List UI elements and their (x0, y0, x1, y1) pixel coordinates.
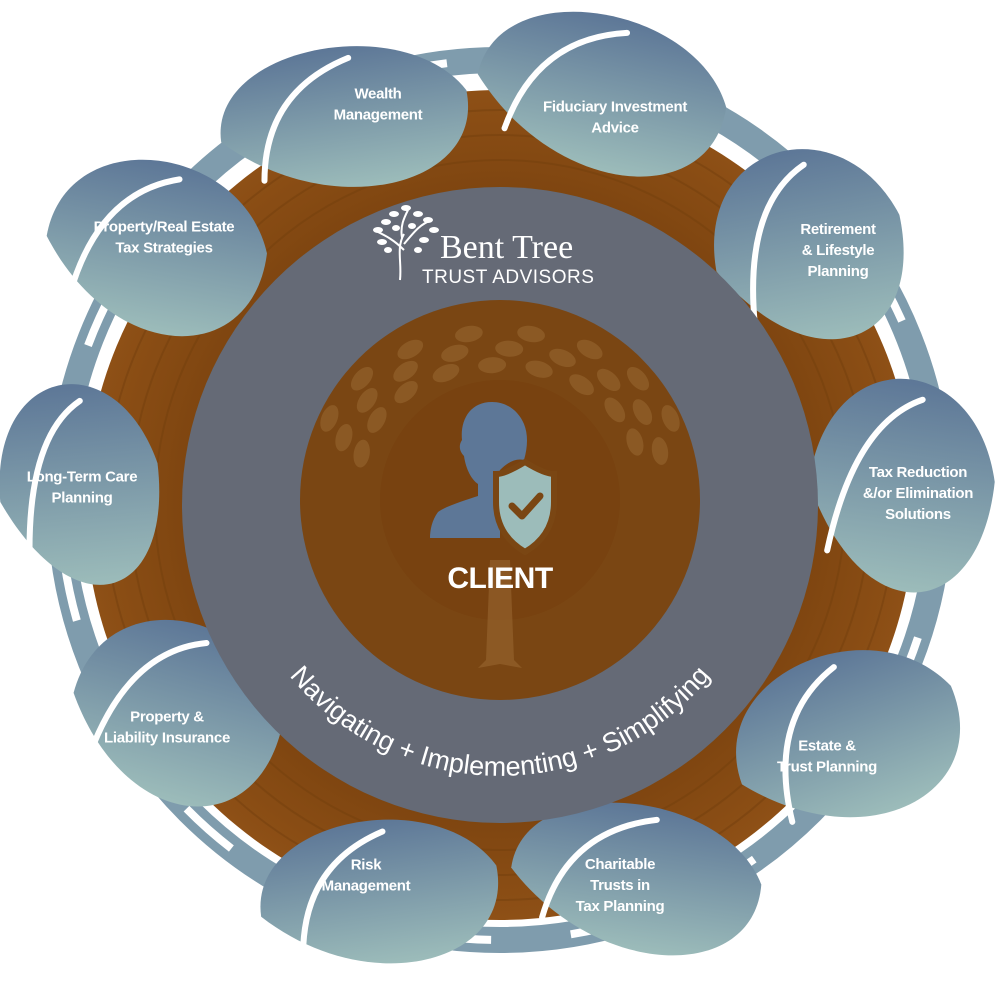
leaf-vein (782, 664, 837, 825)
leaf-vein (86, 640, 210, 758)
leaf-vein (26, 397, 83, 566)
brand-logo: Bent Tree TRUST ADVISORS (373, 205, 594, 288)
service-label-line: Estate & (798, 738, 856, 755)
watermark-leaf (604, 397, 626, 423)
leaf-shape (808, 378, 995, 593)
service-label-line: Long-Term Care (27, 469, 138, 486)
service-label: Estate & Trust Planning (777, 738, 877, 776)
watermark-leaf (576, 339, 603, 360)
service-label: Property & Liability Insurance (104, 709, 230, 747)
service-leaf-estate-trust-planning: Estate & Trust Planning (736, 650, 961, 825)
leaf-shape (46, 159, 267, 337)
leaf-shape (0, 384, 160, 585)
service-label-line: Charitable (585, 856, 655, 873)
leaf-vein (539, 816, 660, 921)
watermark-leaf (350, 366, 374, 391)
watermark-leaf (478, 357, 507, 374)
watermark-leaf (320, 405, 339, 432)
watermark-leaf (626, 366, 650, 391)
brand-name: Bent Tree (440, 229, 573, 266)
service-label-line: Trusts in (590, 877, 650, 894)
watermark-leaf (432, 363, 460, 383)
service-label-line: &/or Elimination (863, 485, 973, 502)
watermark-leaf (651, 437, 669, 465)
watermark-leaf (455, 325, 483, 343)
watermark-leaf (367, 407, 387, 433)
service-label-line: Management (334, 107, 423, 124)
check-icon (508, 492, 544, 520)
service-label-line: Planning (52, 490, 113, 507)
watermark-leaf (517, 325, 545, 343)
leaf-vein (300, 828, 386, 960)
watermark-leaf (356, 388, 378, 413)
leaf-vein (750, 161, 807, 329)
service-label-line: Tax Strategies (115, 240, 212, 257)
watermark-leaf (597, 368, 621, 392)
service-label-line: Tax Reduction (869, 464, 967, 481)
watermark-leaf (569, 374, 594, 396)
watermark-leaf (394, 380, 418, 404)
leaf-shape (220, 46, 469, 187)
leaf-vein (501, 29, 631, 132)
service-label-line: Property/Real Estate (94, 219, 235, 236)
watermark-leaf (393, 360, 418, 382)
watermark-leaf (353, 439, 370, 468)
watermark-leaf (525, 360, 553, 378)
service-label-line: Property & (130, 709, 204, 726)
service-label-line: Wealth (354, 86, 401, 103)
service-label-line: & Lifestyle (802, 242, 875, 259)
watermark-leaf (661, 405, 680, 432)
service-label-line: Risk (351, 857, 382, 874)
service-label-line: Liability Insurance (104, 730, 230, 747)
leaf-shape (736, 650, 961, 818)
watermark-leaf (441, 344, 469, 362)
leaf-shape (714, 149, 904, 340)
person-silhouette-icon (430, 402, 527, 538)
service-label-line: Fiduciary Investment (543, 99, 687, 116)
leaf-vein (261, 54, 352, 184)
service-label-line: Tax Planning (576, 898, 665, 915)
service-label-line: Solutions (885, 506, 951, 523)
leaf-shape (511, 802, 762, 956)
user-shield-check-icon (430, 402, 557, 556)
leaf-vein (67, 176, 183, 297)
client-label: CLIENT (447, 562, 553, 595)
service-label-line: Trust Planning (777, 759, 877, 776)
watermark-leaf (397, 339, 424, 360)
service-label-line: Management (322, 878, 411, 895)
service-label-line: Planning (808, 263, 869, 280)
leaf-vein (824, 396, 926, 554)
brand-subtitle: TRUST ADVISORS (422, 267, 594, 288)
watermark-leaf (632, 399, 653, 425)
shield-icon (493, 458, 557, 556)
leaf-shape (260, 819, 499, 964)
watermark-leaf (495, 340, 524, 357)
watermark-leaf (335, 423, 353, 452)
tree-icon (373, 205, 439, 281)
tree-watermark-icon (320, 325, 680, 668)
leaf-shape (477, 11, 727, 177)
service-label-line: Advice (591, 120, 638, 137)
watermark-leaf (626, 428, 644, 456)
service-label-line: Retirement (800, 221, 876, 238)
watermark-leaf (549, 348, 576, 368)
